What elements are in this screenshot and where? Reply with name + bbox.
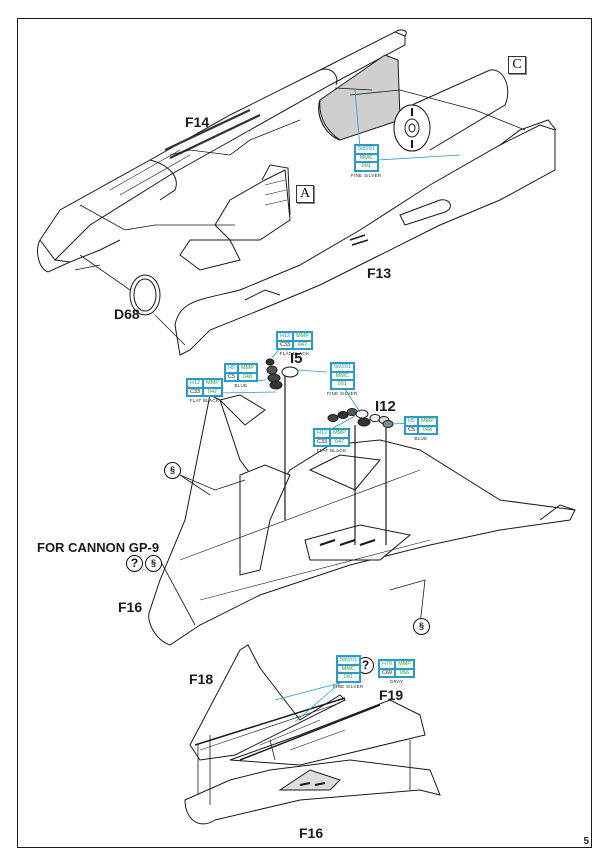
paint-callout-fine-silver: SM201 MMC 001 FINE SILVER [327,362,357,396]
paint-code-mmp: 048 [418,425,437,434]
assembly-lines-top [74,87,526,346]
paint-code-c: C33 [277,340,294,349]
paint-name: FLAT BLACK [316,448,347,453]
callout-lines-top [354,89,461,161]
spring-clip-icon: § [413,618,430,635]
paint-name: BLUE [414,436,428,441]
part-label-f16-bottom: F16 [299,825,324,841]
part-label-f14: F14 [185,114,210,130]
spring-clip-icon: § [145,555,162,572]
paint-code-h: H5 [225,364,239,373]
paint-callout-fine-silver-bottom: SM201 MMC 001 FINE SILVER [333,655,363,689]
paint-code-mmp-label: MMP [293,332,312,341]
subassembly-ref-a: A [296,185,314,203]
part-label-f16-middle: F16 [118,599,143,615]
paint-code-mmp-label: MMP [418,417,437,426]
paint-code-c: C60 [379,668,396,677]
question-icon: ? [126,555,143,572]
wing-part-f19 [229,699,426,766]
paint-code-sm: SM201 [354,145,378,154]
paint-name: FLAT BLACK [189,398,220,403]
paint-code-mmc-num: 001 [336,673,360,682]
paint-code-h: H12 [314,429,331,438]
part-label-i5: I5 [290,350,303,367]
ejection-seat-a [179,164,291,271]
wing-part-f18 [189,644,346,761]
paint-code-h: H12 [187,379,204,388]
part-label-f18: F18 [189,671,214,687]
paint-name: BLUE [234,383,248,388]
part-label-d68: D68 [114,306,140,322]
paint-code-c: C33 [314,437,331,446]
paint-code-h: H70 [379,660,396,669]
nozzle-shroud [318,54,401,141]
part-label-f13: F13 [367,265,392,281]
paint-code-mmp: 056 [395,668,414,677]
paint-code-mmp-label: MMP [330,429,349,438]
paint-code-mmc: MMC [330,371,354,380]
fuselage-part-f14 [37,29,407,273]
spring-clip-icon: § [164,462,181,479]
page-frame [17,18,592,848]
paint-code-c: C5 [225,372,239,381]
paint-code-mmp: 047 [293,340,312,349]
paint-name: FINE SILVER [327,390,358,396]
paint-code-sm: SM201 [336,656,360,665]
part-label-i12: I12 [375,398,396,415]
paint-callout-fine-silver-top: SM201 MMC 001 FINE SILVER [351,144,381,178]
part-label-f19: F19 [379,687,404,703]
wing-part-f16-bottom [184,759,441,825]
paint-code-mmp-label: MMP [238,364,257,373]
note-for-cannon: FOR CANNON GP-9 [37,540,160,555]
part-i12-pieces [327,408,394,545]
paint-code-c: C33 [187,387,204,396]
paint-name: GRAY [389,679,404,684]
paint-code-mmc-num: 001 [330,380,354,389]
fuselage-part-f13 [174,119,557,356]
paint-name: FINE SILVER [351,172,382,178]
page-number: 5 [583,836,589,847]
assembly-lines-bottom [197,735,411,805]
callout-lines-bottom [274,682,341,723]
paint-name: FLAT BLACK [279,351,310,356]
paint-code-box: SM201 MMC 001 [353,144,379,172]
paint-name: FINE SILVER [333,683,364,689]
paint-code-mmc: MMC [354,153,378,162]
subassembly-ref-c: C [508,56,526,74]
leader-lines-middle [159,474,426,626]
paint-code-h: H12 [277,332,294,341]
paint-code-mmp: 048 [238,372,257,381]
paint-code-mmp: 047 [330,437,349,446]
paint-code-h: H5 [405,417,419,426]
paint-code-sm: SM201 [330,363,354,372]
ring-part-d68 [129,274,161,316]
paint-code-mmc-num: 001 [354,162,378,171]
paint-code-c: C5 [405,425,419,434]
paint-code-mmp-label: MMP [203,379,222,388]
wing-part-f16-middle [148,394,576,646]
paint-code-mmp-label: MMP [395,660,414,669]
paint-code-mmc: MMC [336,664,360,673]
part-i5-pieces [265,358,299,520]
paint-code-mmp: 047 [203,387,222,396]
engine-cylinder-c [393,69,509,152]
